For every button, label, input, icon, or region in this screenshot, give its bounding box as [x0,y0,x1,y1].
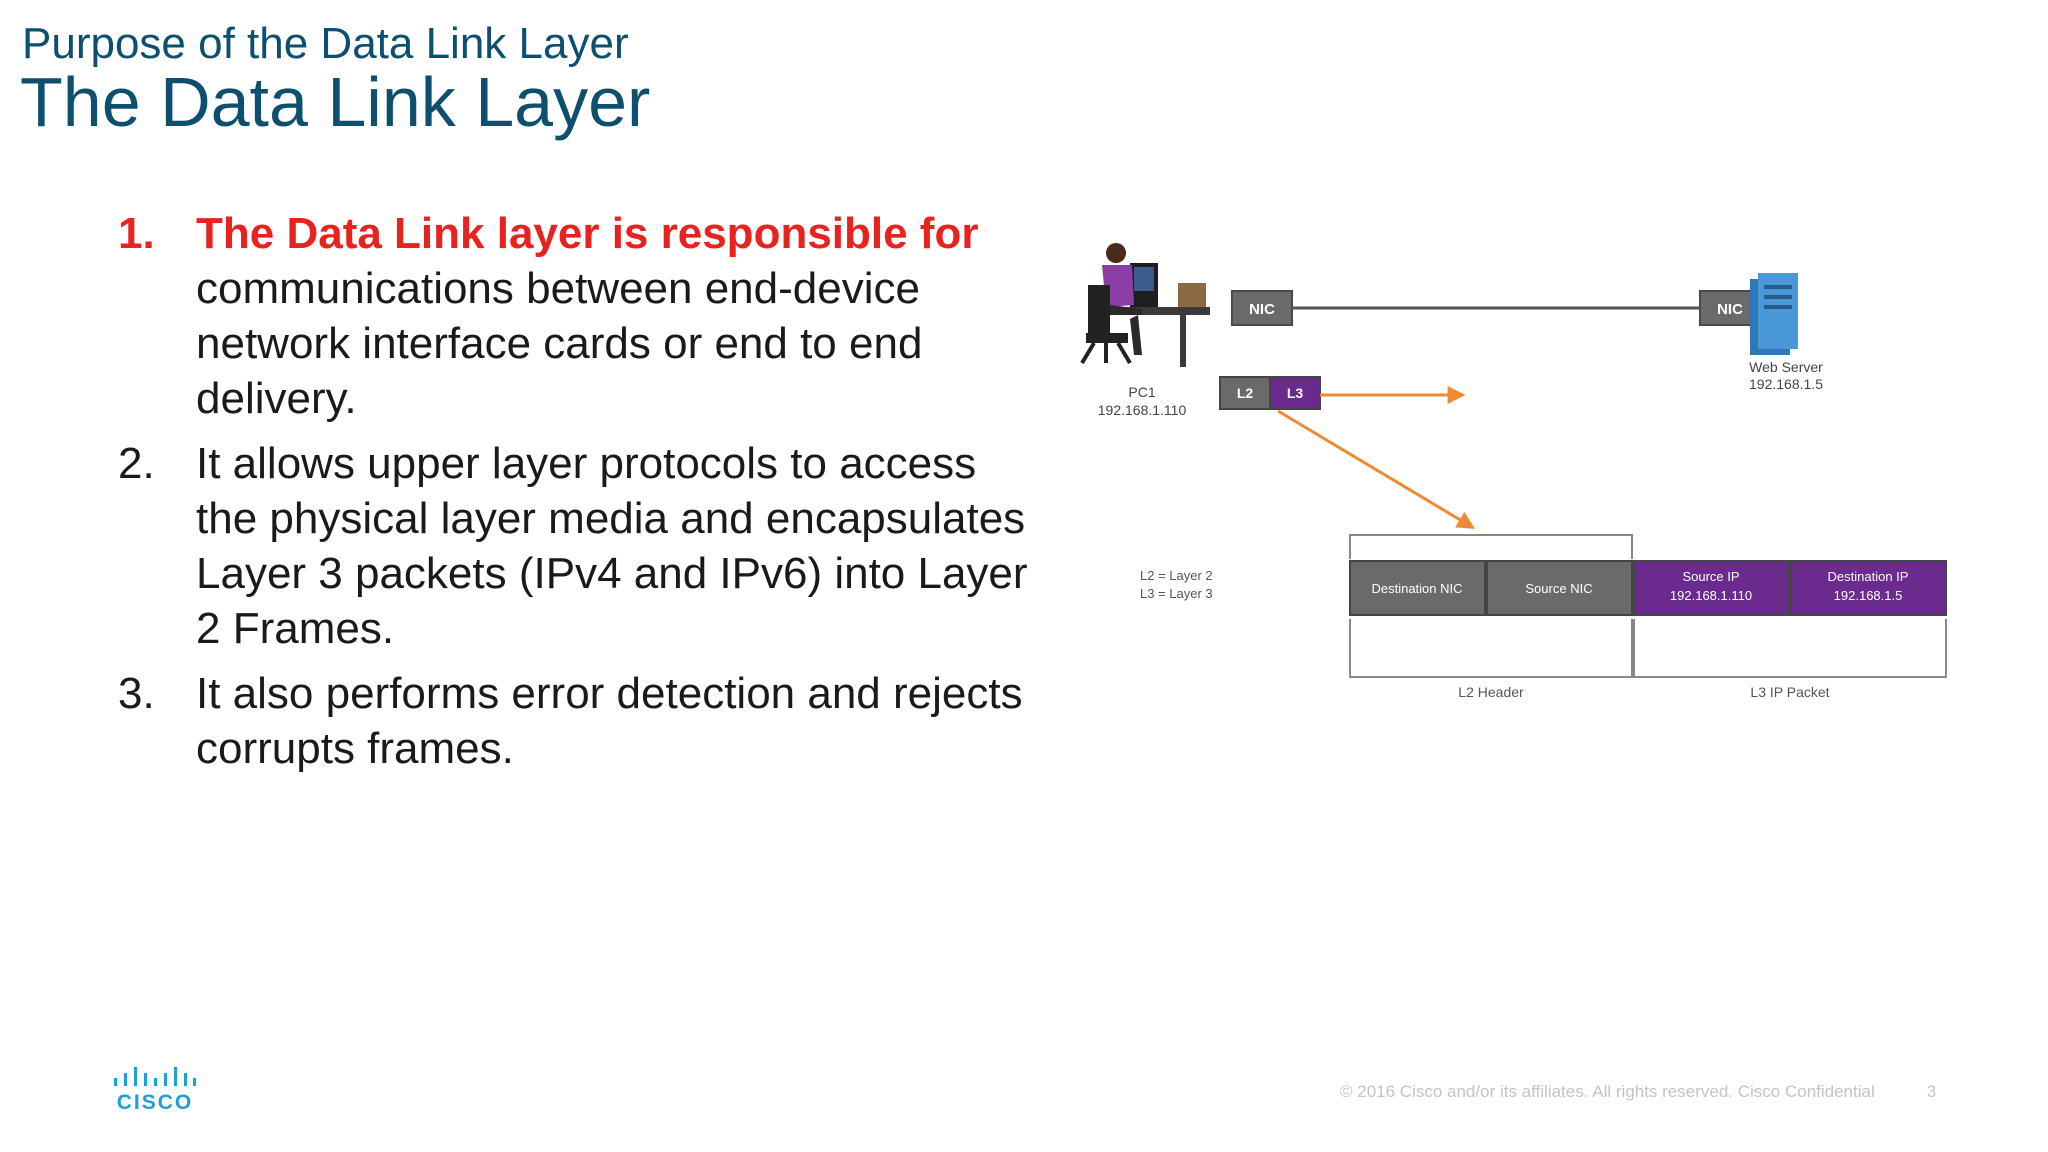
web-server-icon [1750,273,1798,355]
pc-ip: 192.168.1.110 [1098,402,1187,418]
bullet-item-2: 2. It allows upper layer protocols to ac… [118,436,1038,656]
footer-copyright: © 2016 Cisco and/or its affiliates. All … [1340,1082,1875,1101]
frame-src-nic [1486,560,1633,616]
bullet-text: It also performs error detection and rej… [196,669,1023,773]
server-name: Web Server [1749,359,1823,375]
frame-dst-ip-value: 192.168.1.5 [1834,588,1903,603]
bullet-number: 1. [118,209,155,258]
packet-l2-box [1219,376,1271,410]
l2-header-bracket [1349,619,1633,678]
server-ip: 192.168.1.5 [1749,376,1823,392]
legend-l2: L2 = Layer 2 [1140,568,1213,583]
frame-src-ip [1633,560,1790,616]
l3-packet-bracket [1633,619,1947,678]
bullet-text: It allows upper layer protocols to acces… [196,439,1028,653]
packet-l3-label: L3 [1287,385,1304,401]
pc-name: PC1 [1128,384,1155,400]
frame-src-nic-label: Source NIC [1525,581,1592,596]
bullet-number: 3. [118,669,155,718]
data-link-diagram: NIC NIC PC1 192.168.1.110 Web Server 192… [1080,243,1947,700]
frame-dest-nic-label: Destination NIC [1371,581,1462,596]
pc-nic-box [1231,290,1293,326]
bullet-list: 1. The Data Link layer is responsible fo… [118,206,1038,786]
pc-user-icon [1080,243,1210,367]
frame-dest-nic [1349,560,1486,616]
bullet-item-3: 3. It also performs error detection and … [118,666,1038,776]
cisco-bars-icon [114,1067,196,1086]
legend-l3: L3 = Layer 3 [1140,586,1213,601]
cisco-wordmark: CISCO [116,1091,194,1114]
frame-top-bracket [1349,534,1633,559]
frame-src-ip-value: 192.168.1.110 [1670,588,1752,603]
frame-src-ip-label: Source IP [1682,569,1739,584]
slide-subtitle: Purpose of the Data Link Layer [22,19,629,68]
footer: © 2016 Cisco and/or its affiliates. All … [1340,1082,1936,1102]
bullet-text: communications between end-device networ… [196,264,923,423]
cisco-logo: CISCO [112,1065,198,1115]
slide-title: The Data Link Layer [20,63,651,141]
frame-dst-ip [1790,560,1947,616]
frame-dst-ip-label: Destination IP [1828,569,1909,584]
packet-l3-box [1269,376,1321,410]
bullet-item-1: 1. The Data Link layer is responsible fo… [118,206,1038,426]
l3-packet-label: L3 IP Packet [1750,684,1829,700]
expand-arrow [1277,409,1476,529]
pc-nic-label: NIC [1249,301,1275,318]
server-nic-label: NIC [1717,301,1743,318]
page-number: 3 [1926,1082,1937,1101]
bullet-number: 2. [118,439,155,488]
packet-l2-label: L2 [1237,385,1254,401]
l2-header-label: L2 Header [1458,684,1524,700]
bullet-highlight: The Data Link layer is responsible for [196,209,979,258]
